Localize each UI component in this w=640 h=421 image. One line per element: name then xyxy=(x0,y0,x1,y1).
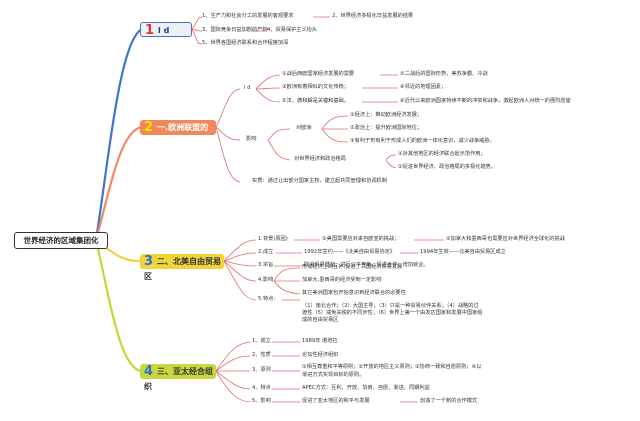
link-branch-4 xyxy=(94,239,143,373)
branch-1-number: 1 xyxy=(145,23,155,38)
b2-ld-2[interactable]: ②二战后的国际形势，美苏争霸、冷战 xyxy=(400,71,488,77)
b3-background-2[interactable]: ②加拿大和墨西哥也需要应对世界经济全球化的挑战 xyxy=(446,236,565,242)
b2-ld-5[interactable]: ⑤法、德和解是关键和基础。 xyxy=(282,98,349,104)
branch-2-label: 一.欧洲联盟的建立 xyxy=(144,123,209,147)
branch-3-label: 二、北美自由贸易区 xyxy=(144,257,222,281)
b4-row-impact[interactable]: 5、影响 xyxy=(252,398,271,404)
b4-impact[interactable]: 促进了亚太地区的和平与发展 xyxy=(302,398,370,404)
b4-row-nature[interactable]: 2、性质 xyxy=(252,352,271,358)
branch-4-label: 三、亚太经合组织 xyxy=(144,367,214,391)
b4-impact-2[interactable]: 创造了一个新的合作模式 xyxy=(420,398,478,404)
b3-background-1[interactable]: ①美国需要应对来自欧亚的挑战； xyxy=(322,236,400,242)
b4-nature[interactable]: 论坛性经济组织 xyxy=(302,352,339,358)
b3-impact-2[interactable]: 加拿大.墨西哥的经济受到一定影响 xyxy=(302,277,382,283)
b3-features-2[interactable]: 渡性（5）减免关税的不同步性；（6）世界上第一个由发达国家和发展中国家组 xyxy=(302,310,483,316)
b2-world-2[interactable]: ②促进世界经济、政治格局的多极化趋势。 xyxy=(398,164,497,170)
root-node[interactable]: 世界经济的区域集团化 xyxy=(14,232,108,249)
b2-europe-1[interactable]: ①经济上：推动欧洲经济发展； xyxy=(350,112,423,118)
b3-impact-3[interactable]: 其它美洲国家也开始意识到经济联合的必要性 xyxy=(302,290,406,296)
b2-ld[interactable]: l d xyxy=(244,85,251,91)
b1-item-1[interactable]: 1、生产力和社会分工的发展的客观要求 xyxy=(202,13,294,19)
b2-essence[interactable]: 实质：通过让出部分国家主权，建立起共同管理和协调机制 xyxy=(252,178,387,184)
b3-features-3[interactable]: 成的自由贸易区 xyxy=(302,317,339,323)
link-branch-1 xyxy=(94,28,143,241)
b3-impact-1[interactable]: 形成经济上的互补,促进了三国经济贸易发展 xyxy=(302,264,403,270)
branch-1-label: l d xyxy=(158,26,170,35)
b1-item-2[interactable]: 2、世界经济多极化日益发展的结果 xyxy=(332,13,414,19)
b1-item-3[interactable]: 3、国际竞争日益加剧的产物 xyxy=(202,27,268,33)
b2-europe-2[interactable]: ②政治上：提升欧洲国际地位； xyxy=(350,125,423,131)
branch-3-number: 3 xyxy=(144,254,154,269)
b2-impact[interactable]: 影响 xyxy=(246,136,257,142)
b3-row-purpose[interactable]: 3.宗旨 xyxy=(258,262,274,268)
b3-founding-1[interactable]: 1992年签约——《北美自由贸易协定》 xyxy=(304,249,396,255)
branch-2-number: 2 xyxy=(144,120,154,135)
link-b1-1 xyxy=(191,16,203,30)
b3-features-1[interactable]: （1）南北合作；（2）大国主导；（3）只是一种贸易伙伴关系；（4）战略的过 xyxy=(302,303,479,309)
b4-principles-2[interactable]: 渐进方式实现目标的原则。 xyxy=(302,372,365,378)
b2-to-world[interactable]: 对世界经济和政治格局 xyxy=(294,156,346,162)
b3-founding-2[interactable]: 1994年生效——北美自由贸易区成立 xyxy=(420,249,506,255)
b4-founded[interactable]: 1989年 堪培拉 xyxy=(302,338,338,344)
b1-item-4[interactable]: 4、贸易保护主义抬头 xyxy=(267,27,317,33)
b2-europe-3[interactable]: ③有利于形有利于形成人们的欧洲一体化意识，减少战争威胁。 xyxy=(350,138,495,144)
b3-row-founding[interactable]: 2.成立 xyxy=(258,249,274,255)
b2-ld-6[interactable]: ⑥近代以来欧洲国家持续不断的冲突和战争，激起欧洲人对统一的强烈愿望 xyxy=(400,98,571,104)
b2-to-europe[interactable]: 对欧洲 xyxy=(296,125,312,131)
b2-ld-3[interactable]: ③欧洲有着相似的文化传统； xyxy=(282,84,349,90)
b3-row-background[interactable]: 1.背景(原因) xyxy=(258,236,288,242)
b4-principles-1[interactable]: ①相互尊重和平等原则；②开放的地区主义原则；③协商一致和自愿原则；④以 xyxy=(302,364,482,370)
b4-row-founded[interactable]: 1、成立 xyxy=(252,338,271,344)
b3-row-impact[interactable]: 4.影响 xyxy=(258,277,274,283)
link-branch-2 xyxy=(94,125,143,241)
b3-purpose[interactable]: 取消贸易壁垒，进行公平竞争，促进合作，增加就业。 xyxy=(304,262,429,268)
b2-world-1[interactable]: ①对其他地区的经济联合起示范作用； xyxy=(398,151,486,157)
branch-4-number: 4 xyxy=(144,364,154,379)
b4-features[interactable]: APEC方式：互利、开放、协商、自愿、渐进、同期利益 xyxy=(302,385,430,391)
b3-row-features[interactable]: 5.特点: xyxy=(258,296,276,302)
b4-row-principles[interactable]: 3、原则 xyxy=(252,367,271,373)
b2-ld-4[interactable]: ④邻近的地理因素； xyxy=(400,84,447,90)
b2-ld-1[interactable]: ①战后西欧国家经济发展的需要 xyxy=(282,71,355,77)
b4-row-features[interactable]: 4、特点 xyxy=(252,385,271,391)
b1-item-5[interactable]: 5、世界各国经济联系和合作程度加深 xyxy=(202,40,289,46)
